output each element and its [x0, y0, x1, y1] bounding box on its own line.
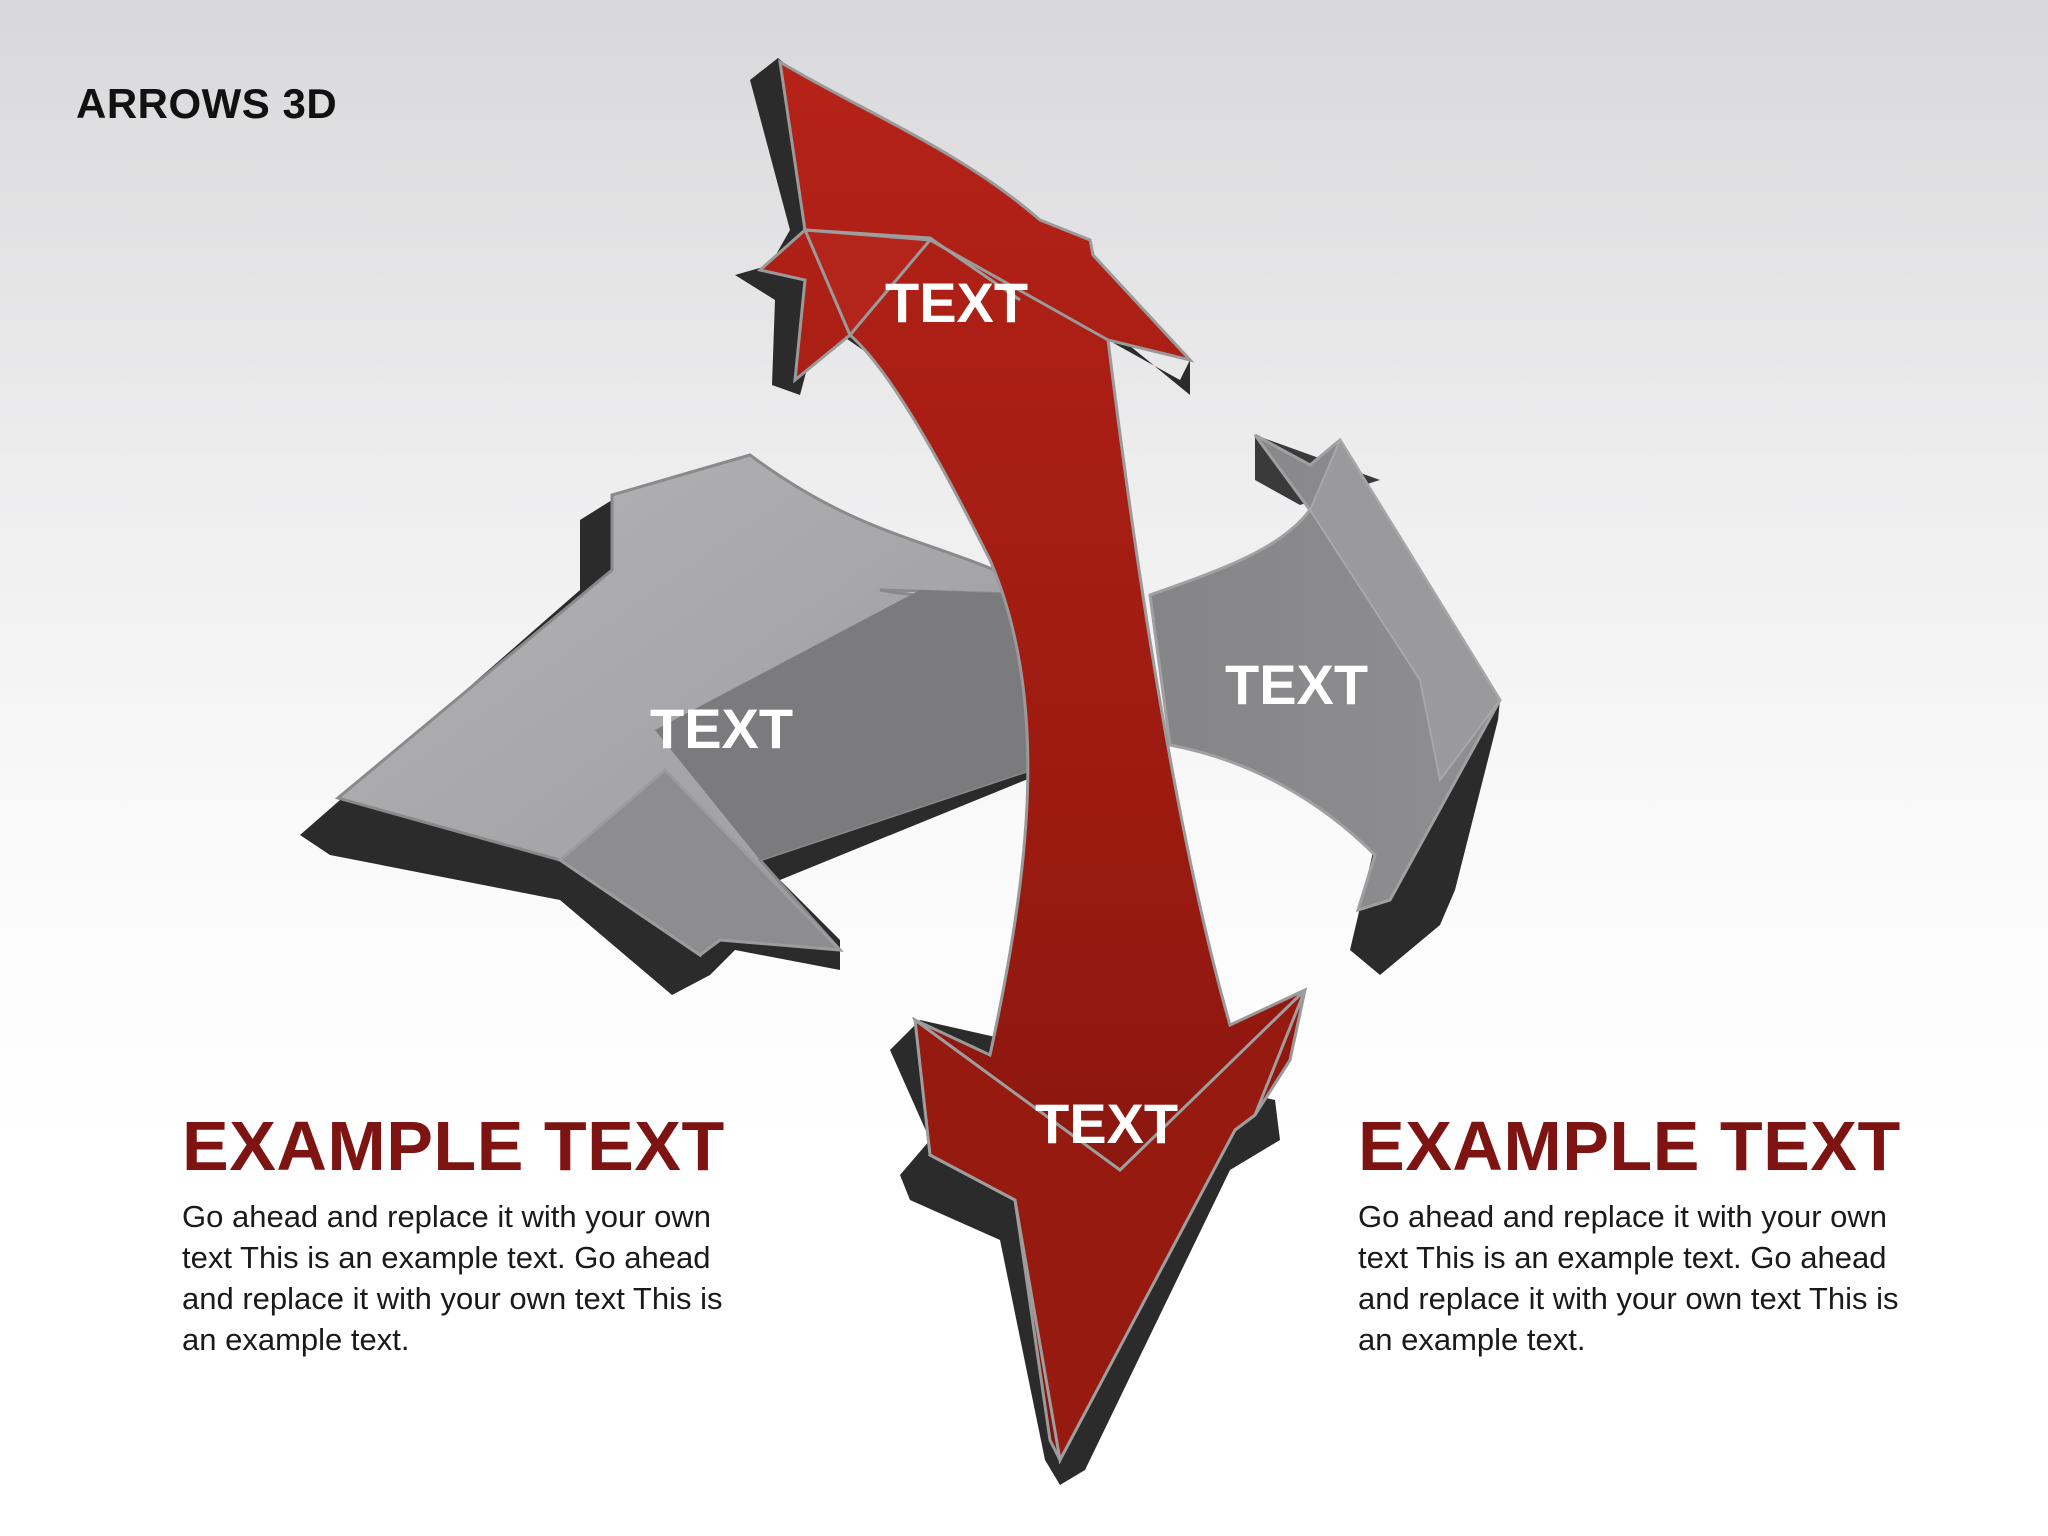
left-arrow-dark-face [655, 590, 1045, 860]
down-arrow-chevron [913, 988, 1307, 1465]
up-arrow-chevron [804, 228, 1021, 302]
left-arrow [300, 453, 1050, 995]
up-arrow-fold [802, 228, 1109, 342]
right-block-heading: EXAMPLE TEXT [1358, 1107, 1901, 1185]
left-arrow-lower-wing [557, 767, 844, 957]
up-arrow-label: TEXT [885, 271, 1028, 334]
down-arrow-label: TEXT [1035, 1092, 1178, 1155]
right-arrow [1148, 433, 1502, 975]
right-text-block: EXAMPLE TEXT Go ahead and replace it wit… [1358, 1106, 1958, 1360]
slide-title: ARROWS 3D [76, 80, 338, 127]
right-arrow-label: TEXT [1225, 653, 1368, 716]
right-block-body: Go ahead and replace it with your own te… [1358, 1199, 1899, 1357]
vertical-arrow [735, 58, 1308, 1485]
right-arrow-body [1148, 433, 1502, 913]
left-text-block: EXAMPLE TEXT Go ahead and replace it wit… [182, 1106, 782, 1360]
left-block-heading: EXAMPLE TEXT [182, 1107, 725, 1185]
right-arrow-front-face [1308, 437, 1502, 783]
right-arrow-shadow [1180, 700, 1500, 975]
left-arrow-label: TEXT [650, 697, 793, 760]
left-block-body: Go ahead and replace it with your own te… [182, 1199, 723, 1357]
